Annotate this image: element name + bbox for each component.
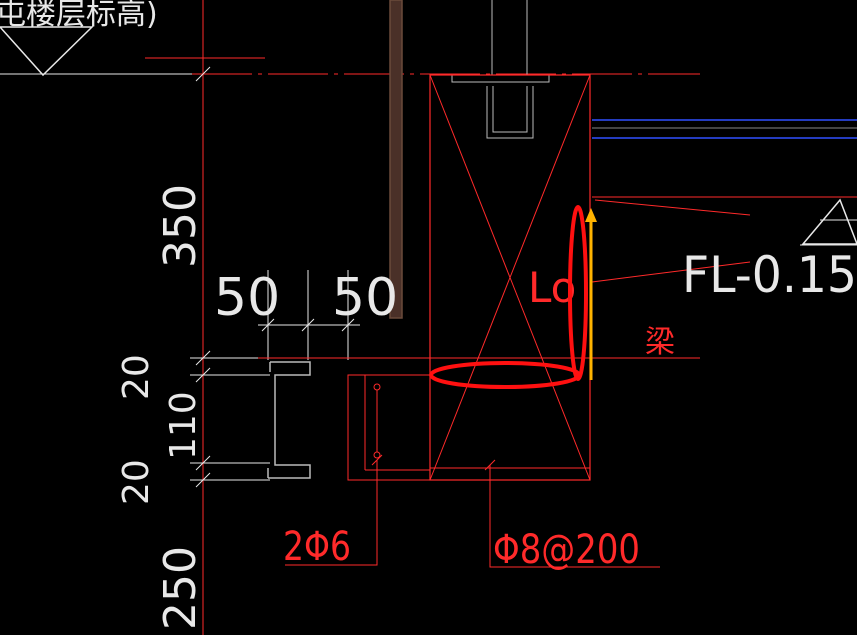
dim-v-20-bottom: 20 — [116, 459, 157, 505]
dim-v-tick-d — [195, 455, 211, 471]
slab-section — [347, 374, 431, 481]
dim-v-tick-b — [195, 350, 211, 366]
highlight-ellipse-horizontal — [429, 361, 581, 389]
dim-v-tick-a — [195, 66, 211, 82]
brown-wall-line — [389, 0, 403, 319]
highlight-arrow-head — [585, 208, 597, 222]
rebar-dot-bottom — [373, 451, 381, 459]
leader-tick-2 — [484, 459, 496, 471]
dim-h-tick-2 — [301, 318, 315, 332]
dim-v-tick-e — [195, 472, 211, 488]
rebar-main-label: Φ8@200 — [493, 527, 640, 573]
rebar-dot-top — [373, 383, 381, 391]
level-triangle-right — [801, 198, 857, 245]
channel-profile-top — [451, 75, 550, 83]
level-label: FL-0.15 — [682, 246, 857, 304]
dim-h-tick-3 — [341, 318, 355, 332]
leader-tick-1 — [371, 454, 383, 466]
dim-v-110: 110 — [163, 391, 204, 460]
beam-label: 梁 — [645, 325, 675, 360]
red-line-right-2 — [594, 199, 751, 216]
dim-v-350: 350 — [155, 184, 206, 268]
dim-h-1: 50 — [214, 268, 280, 328]
highlight-ellipse-vertical — [568, 205, 588, 381]
c-channel-profile — [267, 361, 311, 479]
beam-diagonal-2 — [429, 74, 591, 481]
dim-h-2: 50 — [332, 268, 398, 328]
dim-v-250: 250 — [155, 546, 206, 630]
level-triangle-left — [0, 26, 94, 77]
leader-phi8 — [489, 465, 660, 568]
rebar-stirrup-label: 2Φ6 — [283, 524, 351, 570]
red-line-right-3 — [591, 261, 751, 283]
dim-h-tick-1 — [261, 318, 275, 332]
dim-v-tick-c — [195, 367, 211, 383]
dim-v-20-top: 20 — [116, 354, 157, 400]
u-profile — [486, 86, 534, 139]
leader-2phi6 — [285, 460, 378, 566]
